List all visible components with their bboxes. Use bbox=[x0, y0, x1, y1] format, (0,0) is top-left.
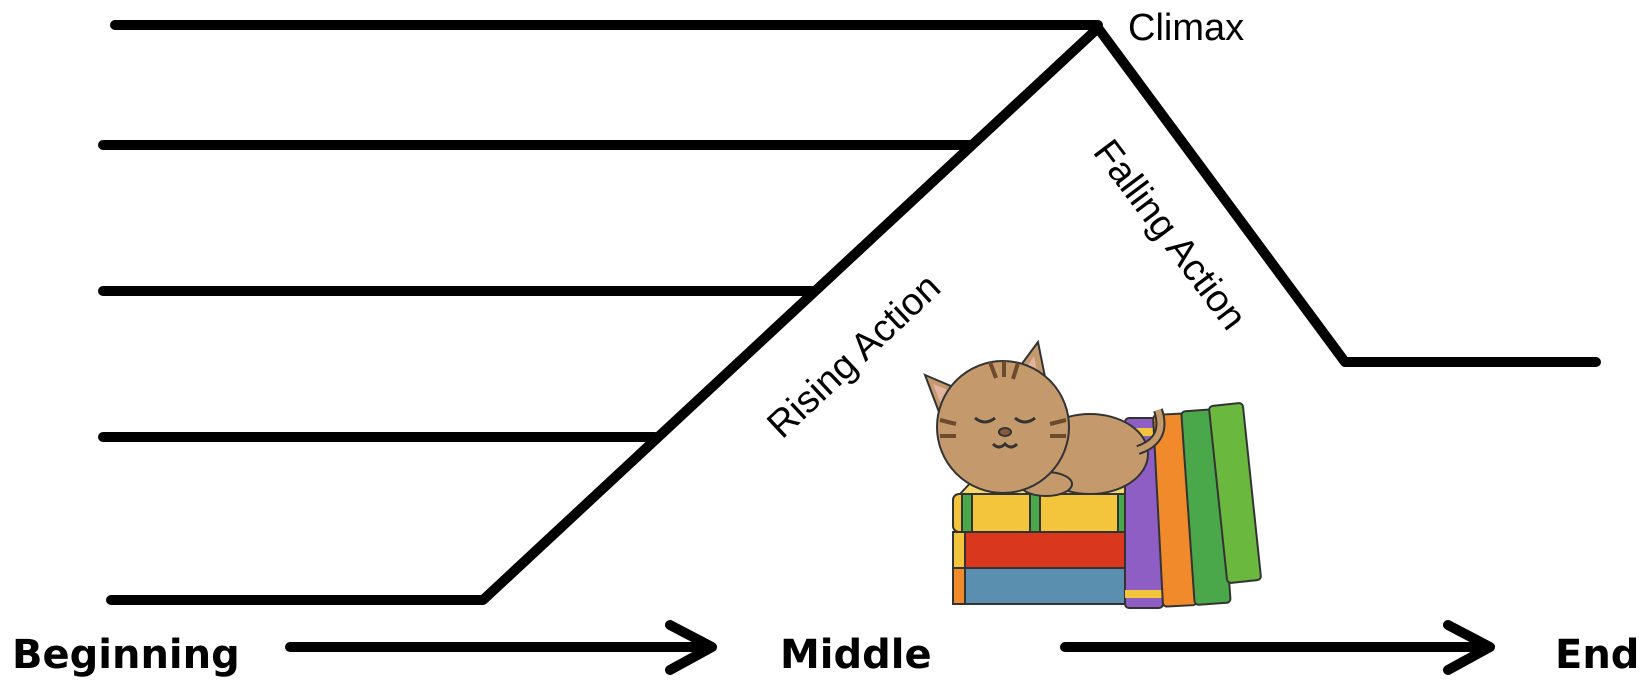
end-label: End bbox=[1555, 632, 1639, 678]
plot-lines bbox=[98, 20, 1601, 605]
falling-action-label: Falling Action bbox=[1085, 132, 1255, 338]
cat-on-books-illustration bbox=[923, 339, 1262, 609]
standing-books bbox=[1124, 402, 1262, 609]
middle-label: Middle bbox=[780, 632, 932, 678]
arrow-beginning-to-middle bbox=[285, 620, 717, 675]
beginning-label: Beginning bbox=[12, 632, 240, 678]
climax-label: Climax bbox=[1128, 7, 1244, 49]
plot-mountain-line bbox=[106, 23, 1601, 605]
arrow-middle-to-end bbox=[1060, 620, 1495, 675]
cat bbox=[923, 339, 1166, 497]
